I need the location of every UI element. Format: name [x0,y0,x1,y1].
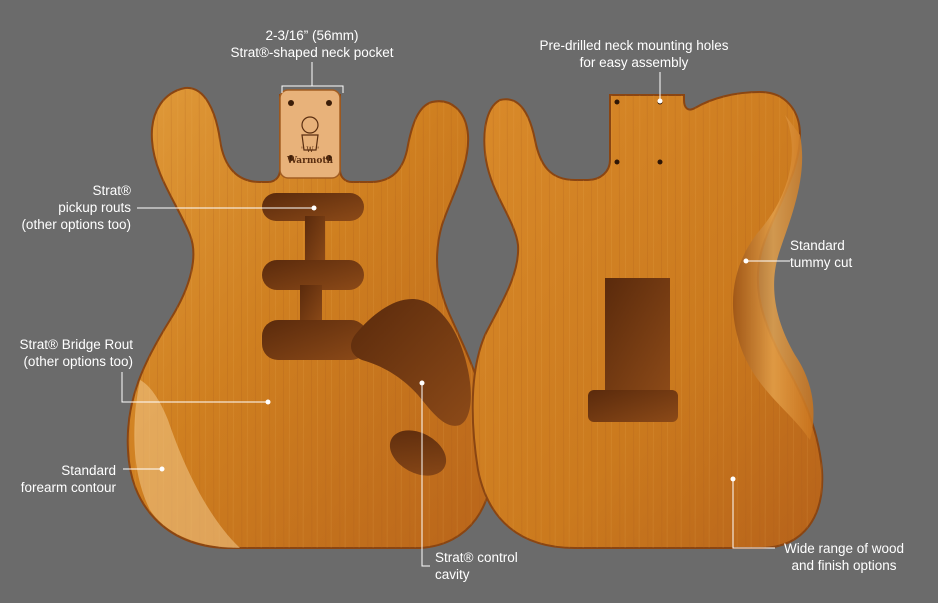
callout-forearm-line1: Standard [61,463,116,478]
neck-plate-brand: Warmoth [286,156,334,166]
callout-bridge-rout-line1: Strat® Bridge Rout [19,337,134,352]
pickup-routs [262,193,367,360]
tummy-cut [732,115,814,440]
forearm-contour-highlight [134,380,240,548]
callout-bridge-rout-line2: (other options too) [23,354,133,369]
callout-dots [159,98,749,482]
callout-pickup-routs-line3: (other options too) [21,217,131,232]
front-body: " W " Warmoth [126,86,494,549]
callout-neck-pocket: 2-3/16” (56mm) Strat®-shaped neck pocket [212,27,412,61]
callout-wood-options-line1: Wide range of wood [783,541,905,556]
control-cavity [350,299,471,426]
callout-pickup-routs-line1: Strat® [92,183,131,198]
callout-pickup-routs: Strat® pickup routs (other options too) [0,182,131,233]
neck-plate-mark: " W " [301,146,319,154]
callout-forearm: Standard forearm contour [0,462,116,496]
callout-bridge-rout: Strat® Bridge Rout (other options too) [0,336,134,370]
callout-wood-options-line2: and finish options [791,558,897,573]
jack-cavity [389,430,447,476]
neck-pocket [279,89,341,179]
callout-mounting-holes-line1: Pre-drilled neck mounting holes [539,38,729,53]
callout-tummy-cut-line1: Standard [790,238,845,253]
neck-plate-logo: " W " Warmoth [286,100,334,166]
back-body [471,90,824,549]
callout-mounting-holes: Pre-drilled neck mounting holes for easy… [520,37,748,71]
callout-lines [121,62,790,567]
callout-tummy-cut: Standard tummy cut [790,237,890,271]
tremolo-cavity [588,278,678,422]
callout-wood-options: Wide range of wood and finish options [774,540,914,574]
callout-neck-pocket-line1: 2-3/16” (56mm) [265,28,359,43]
callout-pickup-routs-line2: pickup routs [58,200,131,215]
callout-control-cavity-line2: cavity [435,567,470,582]
callout-mounting-holes-line2: for easy assembly [579,55,689,70]
callout-control-cavity-line1: Strat® control [435,550,518,565]
callout-tummy-cut-line2: tummy cut [790,255,853,270]
callout-control-cavity: Strat® control cavity [435,549,555,583]
callout-forearm-line2: forearm contour [20,480,116,495]
callout-neck-pocket-line2: Strat®-shaped neck pocket [230,45,394,60]
